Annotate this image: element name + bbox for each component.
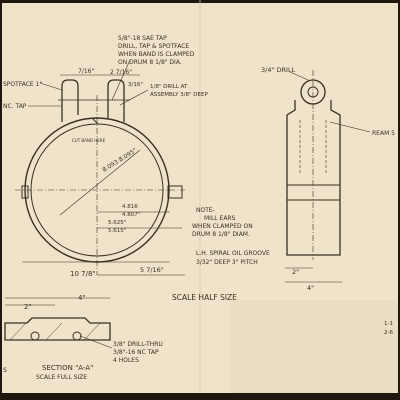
section-dim-4-label: 4" <box>78 294 86 302</box>
tap-note-left: NC. TAP <box>3 103 27 110</box>
note-line-3: DRUM 8 1/8" DIAM. <box>192 231 250 238</box>
section-hatch-1 <box>9 322 27 341</box>
side-lug <box>167 185 183 199</box>
paper-stain <box>230 300 400 400</box>
drill-leader <box>119 89 149 106</box>
side-view-body <box>286 100 341 256</box>
dim-10: 10 7/8" <box>70 270 96 278</box>
section-hatch-3 <box>83 322 101 341</box>
section-hole-1 <box>30 331 40 341</box>
tap-note-line-1: 5/8"-18 SAE TAP <box>118 35 167 42</box>
cut-line <box>91 117 99 125</box>
side-dim-4-label: 4" <box>307 284 314 292</box>
dim-2-7-16: 2 7/16" <box>110 69 132 76</box>
section-title: SECTION "A-A" <box>42 364 93 372</box>
band-ear-left <box>61 79 79 122</box>
note-line-2: WHEN CLAMPED ON <box>192 223 253 230</box>
drill-leader-right <box>289 71 309 81</box>
drill-thru-note-3: 4 HOLES <box>113 357 139 364</box>
edge-label: S <box>3 367 7 374</box>
dim-4-807: 4.807" <box>122 212 140 218</box>
scale-half-label: SCALE HALF SIZE <box>172 293 237 302</box>
drill-assembly-note-1: 1/8" DRILL AT <box>150 84 188 90</box>
right-dim-a: 1-1 <box>384 321 393 327</box>
section-hole-2 <box>72 331 82 341</box>
section-profile <box>4 317 111 341</box>
tap-note-line-4: ON DRUM 8 1/8" DIA. <box>118 59 182 66</box>
section-drill-leader <box>79 335 113 349</box>
dim-5-625: 5.625" <box>108 220 126 226</box>
spotface-note: SPOTFACE 1" <box>3 81 42 88</box>
section-hatch-2 <box>45 322 63 341</box>
note-label: NOTE- <box>196 207 215 214</box>
ream-leader <box>329 121 371 133</box>
band-ear-right <box>107 79 125 122</box>
dim-5-615: 5.615" <box>108 228 126 234</box>
side-dim-2-label: 2" <box>292 268 299 276</box>
groove-note-1: L.H. SPIRAL OIL GROOVE <box>196 250 270 257</box>
drill-thru-note-2: 3/8"-16 NC TAP <box>113 349 159 356</box>
cut-band-note: CUT BAND HERE <box>72 138 106 143</box>
sheet-border-left <box>0 0 2 400</box>
drill-note-right: 3/4" DRILL <box>261 66 296 74</box>
dim-5-7-16: 5 7/16" <box>140 266 164 274</box>
dim-7-16: 7/16" <box>78 68 94 75</box>
tap-leader-top <box>111 59 131 101</box>
section-scale: SCALE FULL SIZE <box>36 374 87 381</box>
ream-note: REAM 5 <box>372 130 395 137</box>
drill-assembly-note-2: ASSEMBLY 3/8" DEEP <box>150 92 208 98</box>
dim-3-16: 3/16" <box>128 82 143 88</box>
drill-thru-note-1: 3/8" DRILL-THRU <box>113 341 163 348</box>
sheet-border-bottom <box>0 393 400 400</box>
right-dim-b: 2-6 <box>384 330 393 336</box>
section-dim-2-label: 2" <box>24 303 32 311</box>
tap-note-line-3: WHEN BAND IS CLAMPED <box>118 51 195 58</box>
groove-note-2: 3/32" DEEP 3" PITCH <box>196 259 258 266</box>
sheet-border-right <box>398 0 400 400</box>
dim-4-816: 4.816 <box>122 204 138 210</box>
drill-leader-left-notes <box>39 82 63 91</box>
left-lug <box>21 185 29 199</box>
note-line-1: MILL EARS <box>204 215 236 222</box>
bore-dim-leader <box>59 149 141 216</box>
tap-note-line-2: DRILL, TAP & SPOTFACE <box>118 43 189 50</box>
